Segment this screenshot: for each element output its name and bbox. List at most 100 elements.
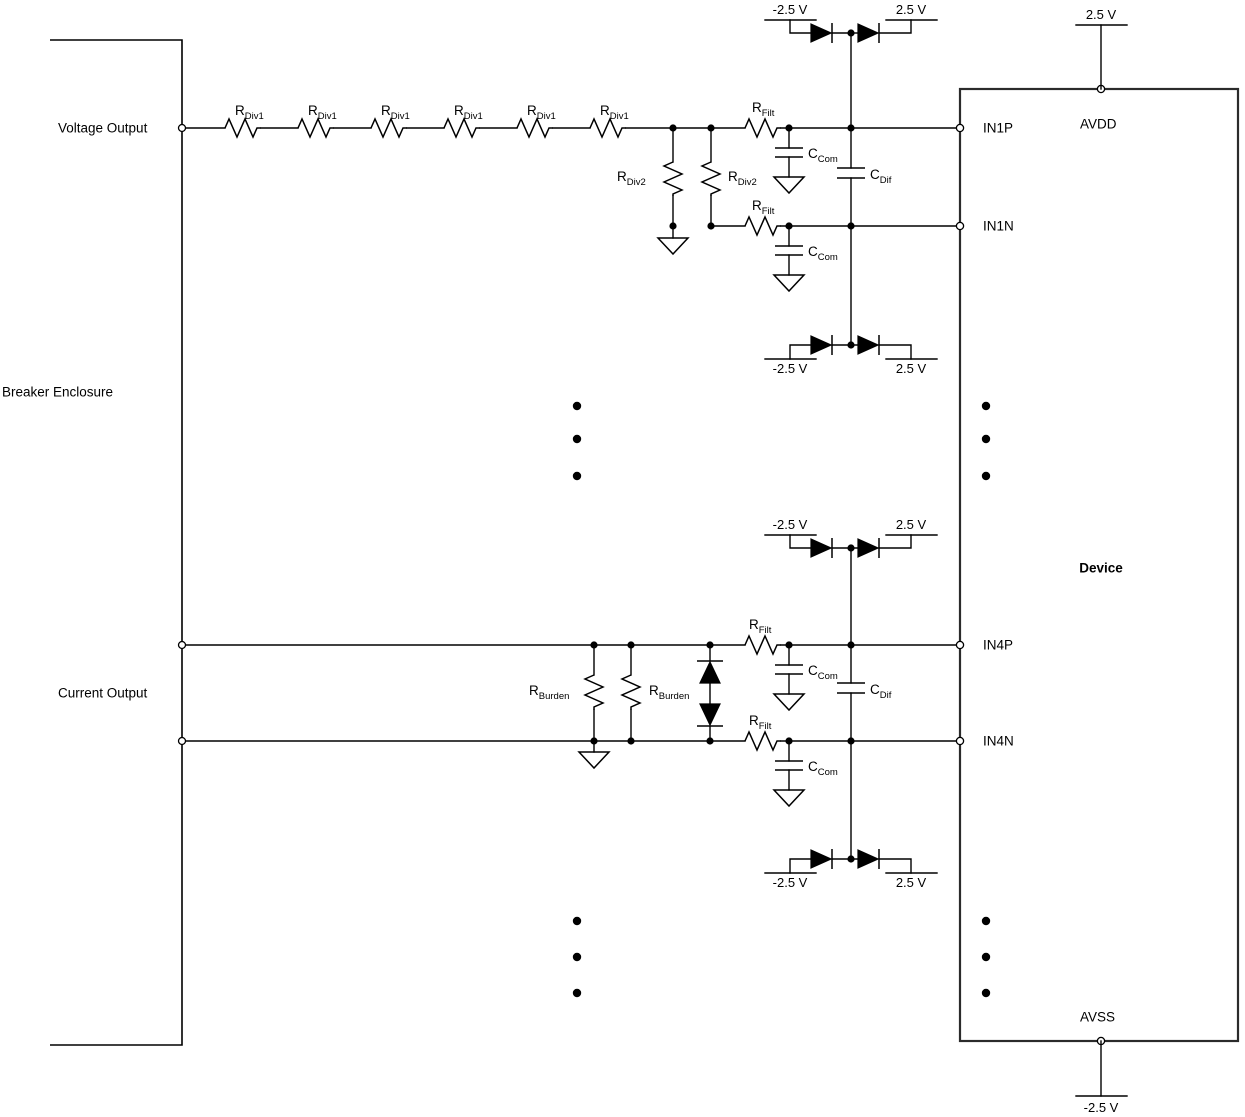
resistor-rdiv2-2: RDiv2 <box>700 161 757 196</box>
resistor-rdiv1-4-label: RDiv1 <box>454 103 483 122</box>
ellipsis-dot-icon <box>572 434 582 444</box>
capacitor-ccom-in1p: CCom <box>772 127 838 195</box>
resistor-rdiv2-2-label: RDiv2 <box>728 169 757 188</box>
pin-terminal-icon-in4n[interactable] <box>955 736 965 746</box>
resistor-rfilt-in4n: RFilt <box>744 713 781 752</box>
resistor-rdiv1-6-label: RDiv1 <box>600 103 629 122</box>
ellipsis-signal-chain-upper <box>572 401 582 481</box>
clamp-neg-supply-label: -2.5 V <box>773 361 808 376</box>
resistor-rdiv1-1-label: RDiv1 <box>235 103 264 122</box>
diode-icon <box>810 849 833 869</box>
breaker-enclosure: Breaker Enclosure <box>2 39 183 1046</box>
clamp-diode-pair-in4-lower: -2.5 V 2.5 V <box>764 740 938 890</box>
wire-diode2-to-posrail <box>878 534 912 549</box>
resistor-rfilt-in4p-label: RFilt <box>749 617 772 636</box>
clamp-pos-supply-label: 2.5 V <box>896 517 927 532</box>
capacitor-ccom-in1p-label: CCom <box>808 146 838 165</box>
resistor-rfilt-in1n: RFilt <box>744 198 781 237</box>
diode-icon <box>857 23 880 43</box>
current-output-channel: Current Output RBurden RBurden <box>58 517 961 890</box>
avdd-supply-value: 2.5 V <box>1086 7 1117 22</box>
pin-terminal-icon-in1n[interactable] <box>955 221 965 231</box>
resistor-icon <box>370 117 407 139</box>
resistor-icon <box>744 634 781 656</box>
resistor-rfilt-in1p: RFilt <box>744 100 781 139</box>
avss-label: AVSS <box>1080 1010 1115 1025</box>
ellipsis-dot-icon <box>981 401 991 411</box>
ellipsis-dot-icon <box>981 471 991 481</box>
pin-terminal-icon-in1p[interactable] <box>955 123 965 133</box>
clamp-neg-supply-label: -2.5 V <box>773 875 808 890</box>
device-block[interactable]: Device IN1P IN1N IN4P IN4N AVDD 2.5 V AV… <box>955 7 1240 1115</box>
voltage-output-channel: Voltage Output RDiv1 RDiv1 RDiv1 RDiv1 <box>58 2 961 376</box>
resistor-icon <box>744 215 781 237</box>
current-output-terminal-p-icon <box>177 640 187 650</box>
wire-diode2-to-posrail <box>878 858 912 874</box>
diode-icon <box>810 335 833 355</box>
pin-label-in1p: IN1P <box>983 121 1013 136</box>
ground-icon <box>772 693 806 712</box>
ellipsis-device-pins-upper <box>981 401 991 481</box>
resistor-rfilt-in1p-label: RFilt <box>752 100 775 119</box>
capacitor-ccom-in4p-label: CCom <box>808 663 838 682</box>
ground-symbol-vdiv <box>656 225 690 256</box>
resistor-rdiv1-3-label: RDiv1 <box>381 103 410 122</box>
device-outline[interactable] <box>958 87 1240 1043</box>
capacitor-ccom-in4n-label: CCom <box>808 759 838 778</box>
clamp-pos-supply-label: 2.5 V <box>896 361 927 376</box>
resistor-rdiv1-1: RDiv1 <box>224 103 264 139</box>
diode-icon <box>810 538 833 558</box>
current-output-label: Current Output <box>58 686 148 701</box>
pin-label-in1n: IN1N <box>983 219 1014 234</box>
pin-label-in4n: IN4N <box>983 734 1014 749</box>
resistor-icon <box>744 730 781 752</box>
clamp-pos-supply-label: 2.5 V <box>896 875 927 890</box>
pin-label-in4p: IN4P <box>983 638 1013 653</box>
resistor-icon <box>662 161 684 196</box>
resistor-icon <box>297 117 334 139</box>
avss-supply: AVSS -2.5 V <box>1075 1010 1128 1115</box>
resistor-rdiv1-2: RDiv1 <box>297 103 337 139</box>
diode-icon <box>857 849 880 869</box>
ground-icon <box>577 751 611 770</box>
resistor-rdiv1-5: RDiv1 <box>516 103 556 139</box>
ellipsis-dot-icon <box>572 952 582 962</box>
resistor-rfilt-in4n-label: RFilt <box>749 713 772 732</box>
resistor-icon <box>583 674 605 710</box>
resistor-icon <box>443 117 480 139</box>
ground-icon <box>772 274 806 293</box>
voltage-output-terminal-icon <box>177 123 187 133</box>
ellipsis-dot-icon <box>981 952 991 962</box>
ellipsis-dot-icon <box>572 401 582 411</box>
resistor-rdiv1-5-label: RDiv1 <box>527 103 556 122</box>
tvs-diode-pair-current <box>697 641 723 745</box>
resistor-rdiv2-1: RDiv2 <box>617 161 684 196</box>
resistor-icon <box>744 117 781 139</box>
ellipsis-dot-icon <box>572 916 582 926</box>
resistor-rfilt-in1n-label: RFilt <box>752 198 775 217</box>
resistor-rburden-1: RBurden <box>529 674 605 710</box>
capacitor-ccom-in4n: CCom <box>772 740 838 808</box>
capacitor-cdif-in1: CDif <box>837 127 892 227</box>
capacitor-ccom-in4p: CCom <box>772 644 838 712</box>
voltage-output-label: Voltage Output <box>58 121 148 136</box>
ellipsis-dot-icon <box>572 988 582 998</box>
clamp-diode-pair-in1-upper: -2.5 V 2.5 V <box>764 2 938 129</box>
resistor-icon <box>516 117 553 139</box>
ground-symbol-burden <box>577 740 611 770</box>
pin-terminal-icon-in4p[interactable] <box>955 640 965 650</box>
avss-supply-value: -2.5 V <box>1084 1100 1119 1115</box>
resistor-rdiv1-3: RDiv1 <box>370 103 410 139</box>
ellipsis-dot-icon <box>572 471 582 481</box>
diode-icon <box>857 538 880 558</box>
wire-negrail-to-diode <box>789 858 812 874</box>
ellipsis-signal-chain-lower <box>572 916 582 998</box>
resistor-rburden-2-label: RBurden <box>649 683 689 702</box>
wire-negrail-to-diode <box>789 19 812 34</box>
wire-negrail-to-diode <box>789 534 812 549</box>
ellipsis-device-pins-lower <box>981 916 991 998</box>
clamp-neg-supply-label: -2.5 V <box>773 2 808 17</box>
ground-icon <box>772 789 806 808</box>
